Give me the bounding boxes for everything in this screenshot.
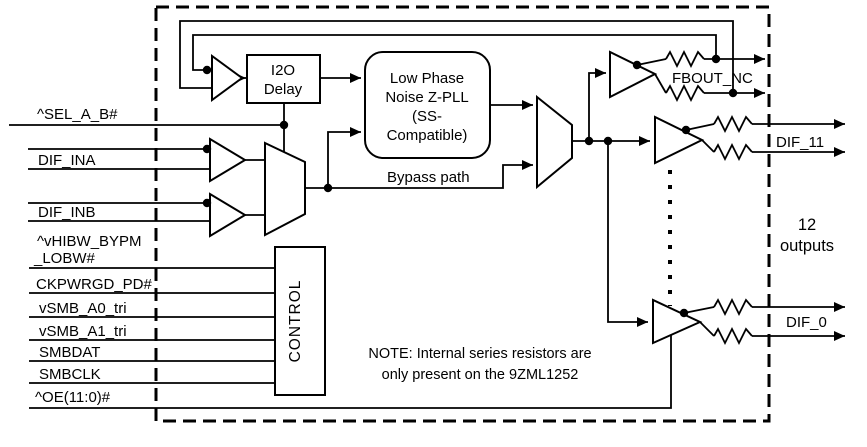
wire-feedback-neg [179,20,734,93]
control-text: CONTROL [287,280,304,363]
label-vsmb-a1: vSMB_A1_tri [39,323,127,340]
junction-feedback-in [202,65,212,75]
label-vhibw-line2: _LOBW# [33,250,96,267]
label-dif-ina: DIF_INA [38,152,96,169]
resistor-fbout-p [665,49,705,69]
feedback-buffer [211,54,244,102]
outputs-count-line1: 12 [798,216,816,234]
note-text-line2: only present on the 9ZML1252 [382,367,579,383]
i2o-delay-block [246,54,321,104]
pll-text-line2: Noise Z-PLL [385,89,468,106]
control-block [274,246,326,396]
label-vsmb-a0: vSMB_A0_tri [39,300,127,317]
i2o-delay-text-line1: I2O [271,62,295,79]
wire-feedback-pos [192,34,717,71]
wire-fbout-n-tap [654,73,667,94]
chip-boundary [154,5,771,423]
wire-to-fbout-buffer [588,68,606,141]
wire-bypass-path [328,160,533,189]
label-vhibw-line1: ^vHIBW_BYPM [37,233,142,250]
resistor-fbout-n [665,83,705,103]
junction-mux-out [323,183,333,193]
fbout-buffer [609,50,658,99]
input-buffer-b [209,192,247,238]
bypass-path-label: Bypass path [387,169,470,186]
dif0-label: DIF_0 [786,314,827,331]
resistor-dif11-p [713,114,753,134]
label-oe: ^OE(11:0)# [35,389,111,406]
pll-text-line3: (SS- [412,108,442,125]
junction-fbout-p-feedback [711,54,721,64]
label-dif-inb: DIF_INB [38,204,96,221]
dif11-buffer [654,115,705,165]
dif11-label: DIF_11 [776,134,824,151]
label-smbclk: SMBCLK [39,366,101,383]
wire-mux-to-pll [327,127,361,188]
wire-to-dif0-buffer [607,141,648,327]
note-text-line1: NOTE: Internal series resistors are [368,346,591,362]
wire-dif0-p-tap [683,306,715,314]
wire-dif11-p-tap [685,123,715,131]
label-smbdat: SMBDAT [39,344,100,361]
junction-outmux-fbout [584,136,594,146]
wire-dif11-n-tap [701,139,715,153]
junction-dif-ina [202,144,212,154]
junction-outmux-dif0 [603,136,613,146]
pll-block [364,51,491,159]
junction-dif-inb [202,198,212,208]
label-ckpwrgd: CKPWRGD_PD# [36,276,153,293]
wire-fbout-p-tap [636,58,667,66]
fbout-label: FBOUT_NC [672,70,753,87]
input-buffer-a [209,137,247,183]
junction-fbout-n-feedback [728,88,738,98]
i2o-delay-text-line2: Delay [264,81,303,98]
label-sel-a-b: ^SEL_A_B# [37,106,118,123]
resistor-dif0-n [713,326,753,346]
junction-fbout-buffer [632,60,642,70]
junction-dif0-buffer [679,308,689,318]
outputs-count-line2: outputs [780,237,834,255]
pll-text-line1: Low Phase [390,70,464,87]
junction-sel-select [279,120,289,130]
dif0-buffer [652,298,703,345]
wire-dif0-n-tap [699,321,715,337]
pll-text-line4: Compatible) [387,127,468,144]
junction-dif11-buffer [681,125,691,135]
resistor-dif0-p [713,297,753,317]
resistor-dif11-n [713,142,753,162]
wire-oe [29,335,672,409]
output-mux [536,94,573,190]
input-mux [264,141,306,237]
